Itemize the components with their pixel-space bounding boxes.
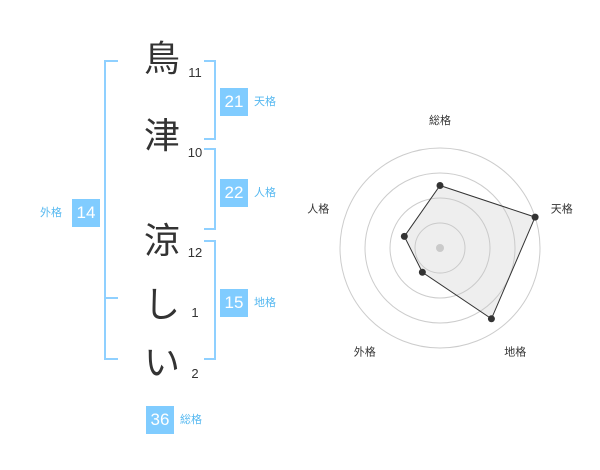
jinkaku-label: 人格 (254, 186, 276, 199)
soukaku-badge: 36 (146, 406, 174, 434)
stroke-count-3: 12 (187, 245, 203, 260)
jinkaku-bracket (204, 148, 216, 230)
radar-area (403, 184, 536, 320)
stroke-count-4: 1 (191, 305, 199, 320)
gaikaku-bracket-tick (104, 297, 118, 299)
radar-axis-label-5: 人格 (307, 201, 329, 215)
radar-axis-label-4: 外格 (354, 345, 376, 359)
jinkaku-badge: 22 (220, 179, 248, 207)
radar-ring (389, 197, 491, 299)
radar-point-1 (436, 182, 444, 189)
radar-center (436, 244, 444, 252)
tenkaku-label: 天格 (254, 95, 276, 108)
name-char-3: 涼 (143, 221, 180, 262)
chikaku-bracket (204, 240, 216, 360)
radar-ring (364, 172, 516, 324)
chikaku-label: 地格 (254, 296, 276, 309)
name-char-2: 津 (143, 116, 180, 157)
gaikaku-badge: 14 (72, 199, 100, 227)
gaikaku-label: 外格 (40, 206, 62, 219)
radar-axis-label-2: 天格 (551, 201, 573, 215)
tenkaku-badge: 21 (220, 88, 248, 116)
radar-point-2 (531, 213, 539, 221)
radar-point-5 (400, 232, 408, 240)
stroke-count-1: 11 (188, 65, 202, 80)
tenkaku-bracket (204, 60, 216, 140)
name-char-5: い (143, 343, 180, 384)
name-char-4: し (143, 285, 180, 326)
radar-point-3 (487, 315, 495, 323)
radar-ring (339, 147, 541, 349)
radar-point-4 (418, 268, 426, 276)
radar-axis-label-3: 地格 (504, 345, 526, 359)
gaikaku-bracket (104, 60, 118, 360)
radar-axis-label-1: 総格 (429, 113, 451, 127)
stroke-count-2: 10 (187, 145, 203, 160)
chikaku-badge: 15 (220, 289, 248, 317)
soukaku-label: 総格 (180, 413, 202, 426)
name-char-1: 鳥 (143, 39, 180, 80)
stroke-count-5: 2 (191, 366, 199, 381)
radar-ring (414, 222, 466, 274)
